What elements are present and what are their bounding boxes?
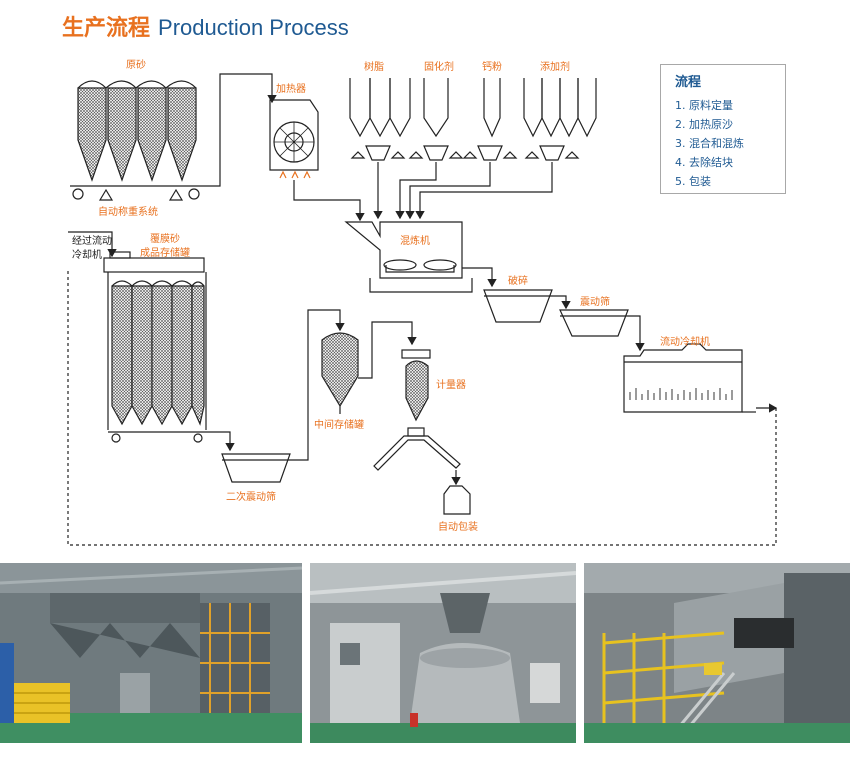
- legend-title: 流程: [675, 75, 702, 90]
- label-additive: 添加剂: [540, 60, 570, 73]
- legend-item: 1. 原料定量: [675, 99, 733, 112]
- label-fluid-cooler: 流动冷却机: [660, 335, 710, 348]
- legend-item: 4. 去除结块: [675, 156, 733, 169]
- weighing-hoppers: [350, 145, 580, 161]
- label-vibrating-screen: 震动筛: [580, 295, 610, 308]
- page-title-cn: 生产流程: [62, 16, 151, 41]
- photo-mixer-room: [310, 563, 576, 743]
- label-coated-sand-1: 覆膜砂: [150, 232, 180, 245]
- coated-sand-silos: [103, 251, 207, 443]
- label-mixer: 混炼机: [400, 234, 430, 247]
- label-heater: 加热器: [276, 82, 306, 95]
- label-cooler-note-1: 经过流动: [72, 234, 112, 247]
- legend-item: 2. 加热原沙: [675, 118, 733, 131]
- label-cooler-note-2: 冷却机: [72, 248, 102, 261]
- middle-storage-tank: [321, 332, 359, 414]
- fluid-cooler: [623, 343, 756, 413]
- label-auto-weigh: 自动称重系统: [98, 205, 158, 218]
- mixer: [344, 221, 473, 293]
- label-curing-agent: 固化剂: [424, 60, 454, 73]
- label-raw-sand: 原砂: [126, 58, 146, 71]
- resin-hoppers: [349, 78, 411, 138]
- raw-sand-silos: [70, 80, 200, 201]
- auto-pack-bag: [443, 485, 471, 515]
- photo-cooler: [584, 563, 850, 743]
- meter: [401, 349, 431, 437]
- additive-hoppers: [523, 78, 597, 138]
- label-auto-pack: 自动包装: [438, 520, 478, 533]
- secondary-screen: [221, 453, 291, 483]
- label-meter: 计量器: [436, 378, 466, 391]
- label-middle-tank: 中间存储罐: [314, 418, 364, 431]
- process-legend: 流程 1. 原料定量 2. 加热原沙 3. 混合和混炼 4. 去除结块 5. 包…: [660, 64, 786, 194]
- crusher: [483, 289, 553, 323]
- process-diagram: 原砂 自动称重系统 加热器 树脂 固化剂 钙粉 添加剂 混炼机 破碎 震动筛 流…: [67, 58, 778, 546]
- legend-list: 1. 原料定量 2. 加热原沙 3. 混合和混炼 4. 去除结块 5. 包装: [675, 96, 771, 191]
- label-coated-sand-2: 成品存储罐: [140, 246, 190, 259]
- curing-agent-hopper: [423, 78, 449, 138]
- page-title: 生产流程 Production Process: [62, 10, 349, 44]
- legend-item: 5. 包装: [675, 175, 711, 188]
- calcium-powder-hopper: [483, 78, 501, 138]
- legend-item: 3. 混合和混炼: [675, 137, 744, 150]
- label-calcium-powder: 钙粉: [482, 60, 502, 73]
- label-crusher: 破碎: [508, 274, 528, 287]
- bag-splitter: [373, 435, 461, 471]
- label-secondary-screen: 二次震动筛: [226, 490, 276, 503]
- heater: [269, 99, 319, 179]
- vibrating-screen: [559, 309, 629, 337]
- page-title-en: Production Process: [158, 15, 349, 40]
- label-resin: 树脂: [364, 60, 384, 73]
- photo-warehouse: [0, 563, 302, 743]
